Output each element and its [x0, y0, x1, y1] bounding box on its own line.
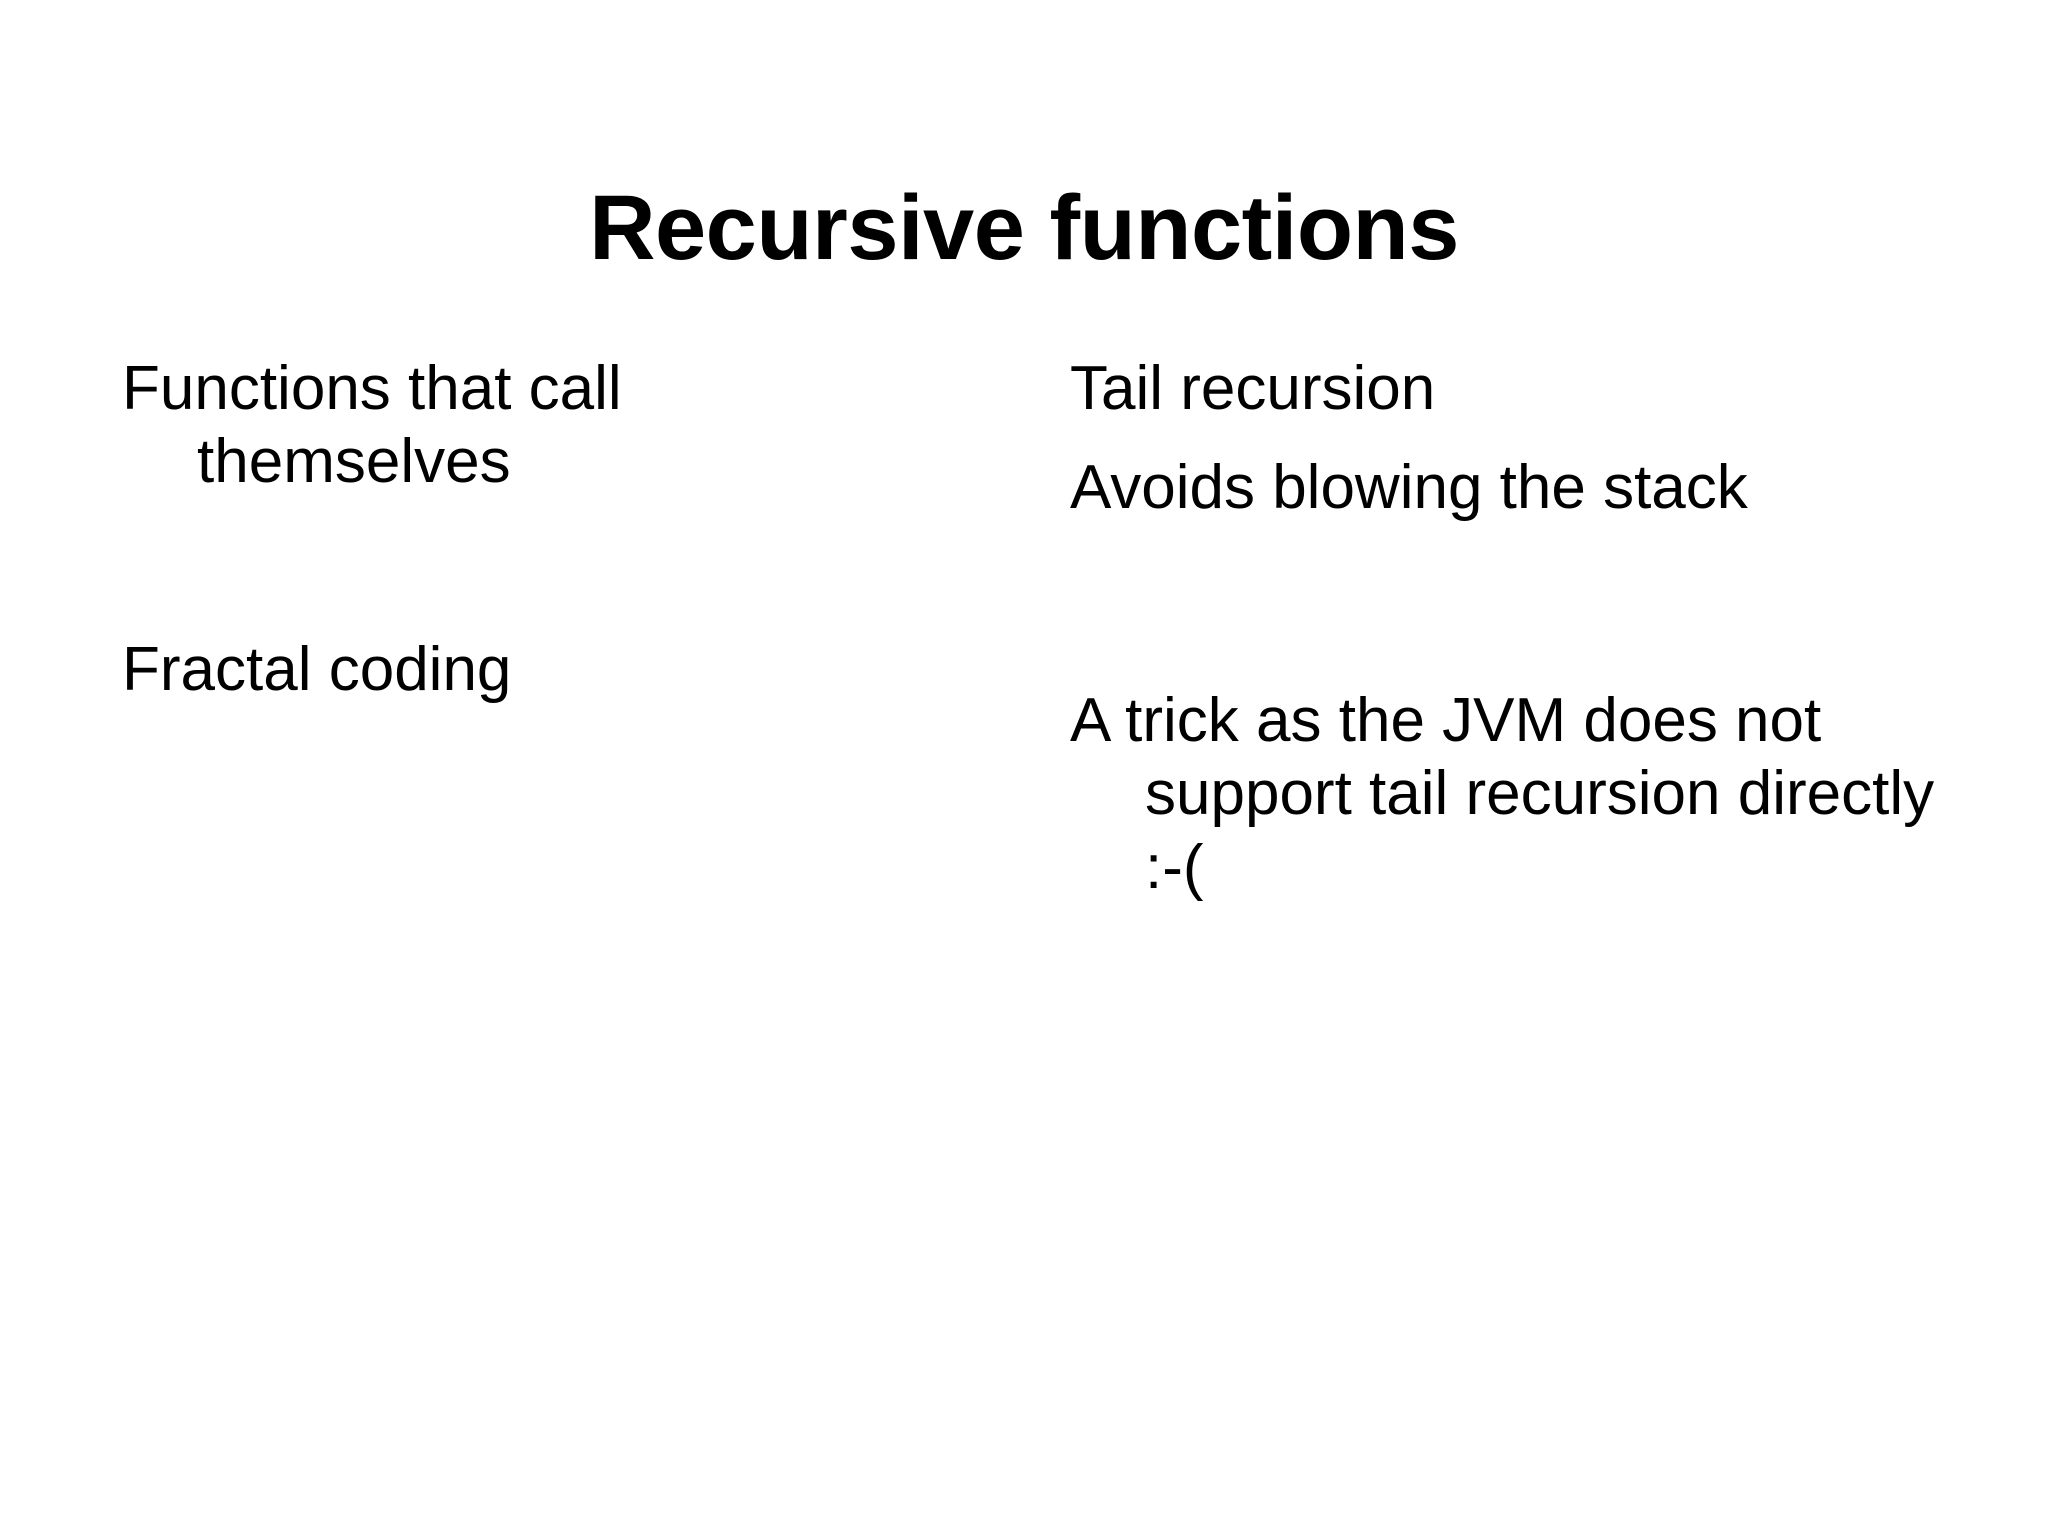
bullet-jvm-tail-recursion-note: A trick as the JVM does not support tail…: [1070, 686, 1935, 902]
bullet-avoids-blowing-the-stack: Avoids blowing the stack: [1070, 453, 1748, 523]
content-column-left: Functions that call themselves Fractal c…: [122, 352, 822, 706]
bullet-tail-recursion: Tail recursion: [1070, 354, 1436, 423]
slide-body: Functions that call themselves Fractal c…: [0, 352, 2048, 1452]
bullet-fractal-coding: Fractal coding: [122, 635, 512, 705]
page-title: Recursive functions: [589, 176, 1459, 279]
bullet-functions-that-call-themselves: Functions that call themselves: [122, 354, 622, 497]
content-column-right: Tail recursion Avoids blowing the stack …: [1070, 352, 1950, 904]
